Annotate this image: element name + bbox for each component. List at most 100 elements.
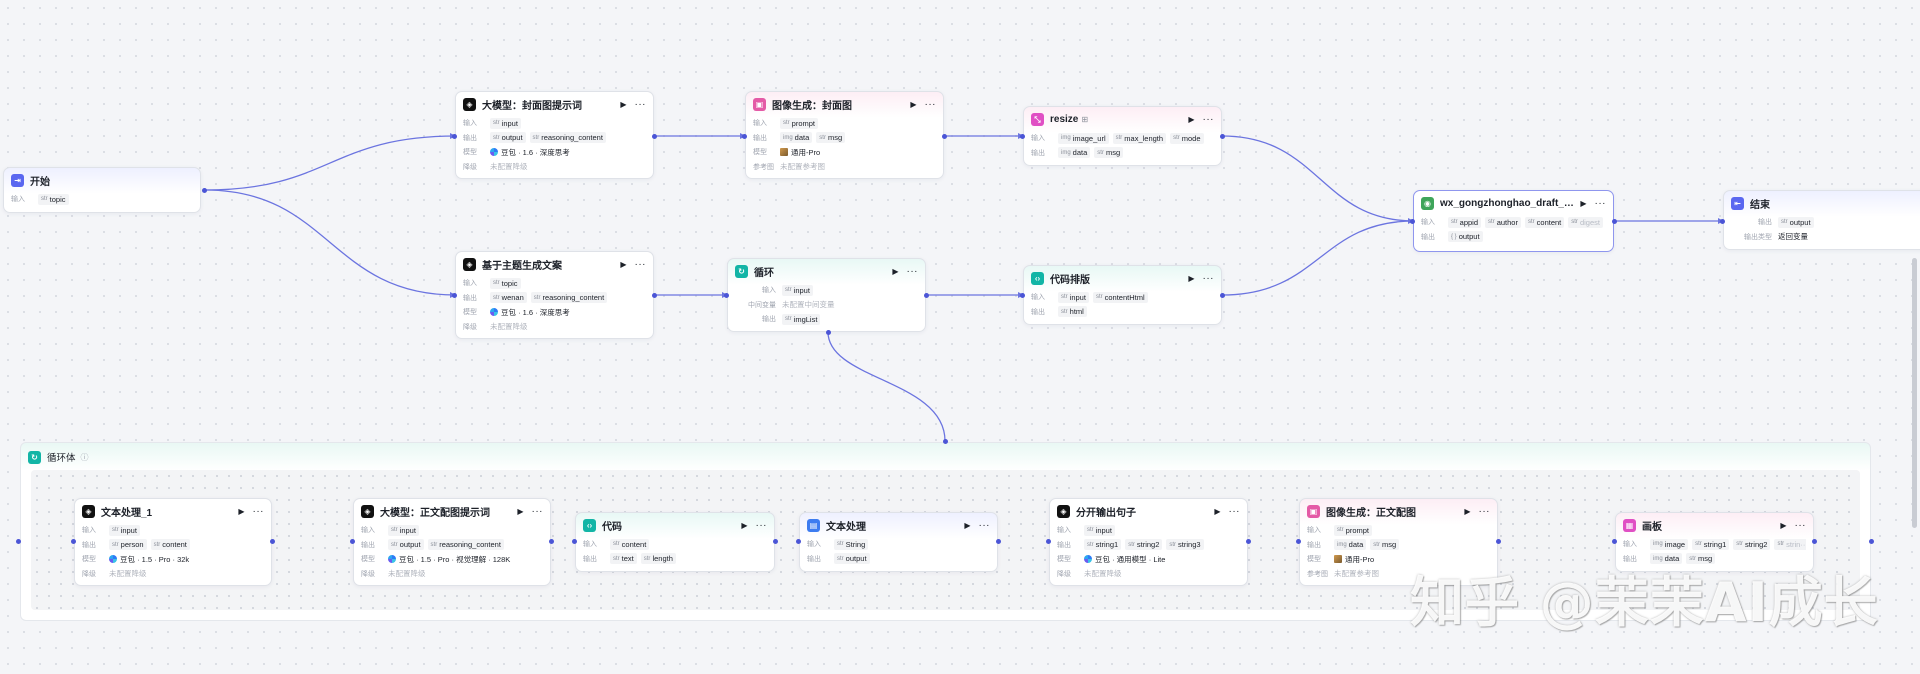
- run-icon[interactable]: ▶: [1780, 521, 1787, 530]
- more-icon[interactable]: ···: [1228, 506, 1240, 517]
- output-port[interactable]: [1612, 219, 1617, 224]
- input-port[interactable]: [1296, 539, 1301, 544]
- input-port[interactable]: [1410, 219, 1415, 224]
- more-icon[interactable]: ···: [755, 520, 767, 531]
- input-port[interactable]: [1612, 539, 1617, 544]
- variable-tag: { }output: [1448, 231, 1483, 243]
- input-port[interactable]: [796, 539, 801, 544]
- vertical-scrollbar[interactable]: [1912, 258, 1917, 528]
- node-header: ▦ 画板 ▶···: [1623, 517, 1806, 534]
- run-icon[interactable]: ▶: [1580, 199, 1587, 208]
- input-port[interactable]: [71, 539, 76, 544]
- node-wx-draft[interactable]: ◉ wx_gongzhonghao_draft_t···⊞ ▶··· 输入str…: [1413, 190, 1614, 252]
- input-port[interactable]: [1020, 134, 1025, 139]
- more-icon[interactable]: ···: [1202, 114, 1214, 125]
- run-icon[interactable]: ▶: [517, 507, 524, 516]
- more-icon[interactable]: ···: [252, 506, 264, 517]
- more-icon[interactable]: ···: [531, 506, 543, 517]
- fallback-label: 降级: [361, 570, 375, 578]
- more-icon[interactable]: ···: [1202, 273, 1214, 284]
- output-port[interactable]: [1220, 293, 1225, 298]
- node-header: ◈ 大模型：正文配图提示词 ▶···: [361, 503, 543, 520]
- input-port[interactable]: [350, 539, 355, 544]
- output-port[interactable]: [652, 134, 657, 139]
- loop-start-port[interactable]: [16, 539, 21, 544]
- output-port[interactable]: [1496, 539, 1501, 544]
- more-icon[interactable]: ···: [634, 99, 646, 110]
- output-port[interactable]: [1220, 134, 1225, 139]
- run-icon[interactable]: ▶: [892, 267, 899, 276]
- run-icon[interactable]: ▶: [1188, 274, 1195, 283]
- model-label: 模型: [82, 556, 96, 564]
- more-icon[interactable]: ···: [906, 266, 918, 277]
- run-icon[interactable]: ▶: [620, 100, 627, 109]
- output-port[interactable]: [202, 188, 207, 193]
- input-port[interactable]: [1046, 539, 1051, 544]
- loop-body-input-port[interactable]: [943, 439, 948, 444]
- output-label: 输出: [1758, 219, 1772, 227]
- node-title: 结束: [1750, 200, 1770, 211]
- input-port[interactable]: [452, 293, 457, 298]
- output-port[interactable]: [924, 293, 929, 298]
- run-icon[interactable]: ▶: [741, 521, 748, 530]
- more-icon[interactable]: ···: [1794, 520, 1806, 531]
- input-port[interactable]: [724, 293, 729, 298]
- input-port[interactable]: [742, 134, 747, 139]
- input-port[interactable]: [1020, 293, 1025, 298]
- output-port[interactable]: [942, 134, 947, 139]
- output-port[interactable]: [773, 539, 778, 544]
- plugin-icon: ⤡: [1031, 113, 1044, 126]
- input-port[interactable]: [1720, 219, 1725, 224]
- more-icon[interactable]: ···: [634, 259, 646, 270]
- output-port[interactable]: [1812, 539, 1817, 544]
- output-port[interactable]: [549, 539, 554, 544]
- output-port[interactable]: [270, 539, 275, 544]
- run-icon[interactable]: ▶: [910, 100, 917, 109]
- more-icon[interactable]: ···: [1594, 198, 1606, 209]
- node-title: 基于主题生成文案: [482, 261, 562, 272]
- input-port[interactable]: [572, 539, 577, 544]
- run-icon[interactable]: ▶: [238, 507, 245, 516]
- loop-body-port[interactable]: [826, 330, 831, 335]
- doubao-icon: [490, 308, 498, 317]
- run-icon[interactable]: ▶: [1188, 115, 1195, 124]
- doubao-icon: [109, 555, 117, 564]
- more-icon[interactable]: ···: [978, 520, 990, 531]
- run-icon[interactable]: ▶: [964, 521, 971, 530]
- more-icon[interactable]: ···: [1478, 506, 1490, 517]
- run-icon[interactable]: ▶: [1214, 507, 1221, 516]
- more-icon[interactable]: ···: [924, 99, 936, 110]
- output-port[interactable]: [652, 293, 657, 298]
- string-type-icon: str: [41, 196, 48, 203]
- loop-body-container[interactable]: ↻ 循环体 ⓘ: [20, 442, 1871, 621]
- loop-end-port[interactable]: [1869, 539, 1874, 544]
- node-title: 代码排版: [1050, 275, 1090, 286]
- run-icon[interactable]: ▶: [620, 260, 627, 269]
- info-icon[interactable]: ⓘ: [80, 452, 89, 462]
- node-header: ‹› 代码 ▶···: [583, 517, 767, 534]
- output-port[interactable]: [996, 539, 1001, 544]
- input-port[interactable]: [452, 134, 457, 139]
- run-icon[interactable]: ▶: [1464, 507, 1471, 516]
- output-port[interactable]: [1246, 539, 1251, 544]
